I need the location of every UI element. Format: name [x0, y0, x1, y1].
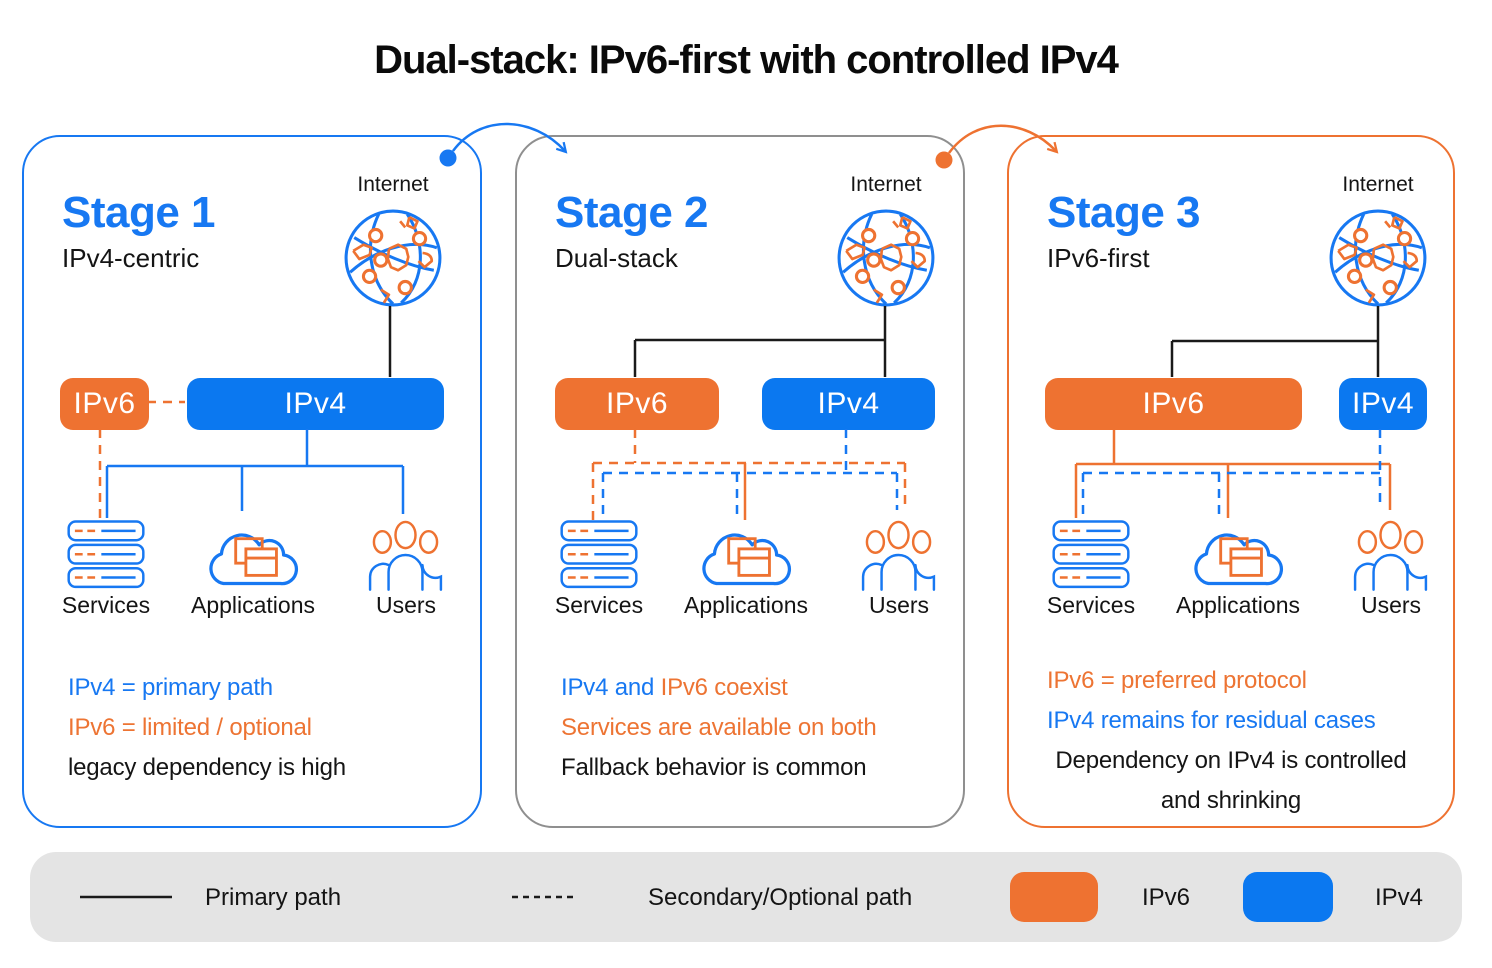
- applications-label: Applications: [190, 592, 316, 618]
- caption-line: legacy dependency is high: [68, 754, 346, 781]
- ipv4-box-label: IPv4: [284, 387, 347, 420]
- users-label: Users: [868, 592, 930, 618]
- legend-secondary-label: Secondary/Optional path: [648, 884, 913, 911]
- ipv6-box: IPv6: [555, 378, 719, 430]
- stage-3-captions: IPv6 = preferred protocol IPv4 remains f…: [1009, 661, 1453, 821]
- internet-label: Internet: [850, 173, 922, 196]
- ipv6-box: IPv6: [1045, 378, 1302, 430]
- ipv4-box-label: IPv4: [817, 387, 880, 420]
- legend-ipv4-swatch: [1243, 872, 1333, 922]
- legend-bar: Primary path Secondary/Optional path IPv…: [30, 852, 1462, 942]
- internet-label: Internet: [357, 173, 429, 196]
- users-label: Users: [1360, 592, 1422, 618]
- services-label: Services: [554, 592, 644, 618]
- stage-2-panel: Stage 2 Dual-stack Internet IPv6 IPv4 Se…: [515, 135, 965, 828]
- stage-1-subtitle: IPv4-centric: [62, 243, 200, 273]
- applications-label: Applications: [683, 592, 809, 618]
- users-people-icon: [860, 513, 937, 594]
- services-servers-icon: [67, 520, 145, 590]
- ipv4-box-label: IPv4: [1351, 387, 1415, 420]
- legend-primary-label: Primary path: [205, 884, 342, 911]
- users-label: Users: [375, 592, 437, 618]
- page-title: Dual-stack: IPv6-first with controlled I…: [374, 38, 1119, 82]
- applications-cloud-icon: [692, 516, 798, 594]
- stage-2-title: Stage 2: [555, 188, 709, 237]
- legend-ipv6-label: IPv6: [1142, 884, 1191, 911]
- secondary-path-line-sample: [512, 895, 576, 899]
- stage-3-panel: Stage 3 IPv6-first Internet IPv6 IPv4 Se…: [1007, 135, 1455, 828]
- stage-1-panel: Stage 1 IPv4-centric Internet IPv6 IPv4 …: [22, 135, 482, 828]
- legend-ipv6-swatch: [1010, 872, 1098, 922]
- stage-1-title: Stage 1: [62, 188, 216, 237]
- caption-line: IPv4 = primary path: [68, 674, 273, 701]
- caption-line: Fallback behavior is common: [561, 754, 867, 781]
- stage-2-captions: IPv4 and IPv6 coexist Services are avail…: [517, 668, 963, 788]
- stage-1-captions: IPv4 = primary path IPv6 = limited / opt…: [24, 668, 480, 788]
- caption-line: and shrinking: [1160, 787, 1302, 814]
- caption-line: Dependency on IPv4 is controlled: [1055, 747, 1407, 774]
- services-label: Services: [61, 592, 151, 618]
- stage-3-title: Stage 3: [1047, 188, 1201, 237]
- users-people-icon: [367, 513, 444, 594]
- ipv6-box: IPv6: [60, 378, 149, 430]
- services-label: Services: [1046, 592, 1136, 618]
- caption-line: IPv4 remains for residual cases: [1047, 707, 1376, 734]
- ipv4-box: IPv4: [187, 378, 444, 430]
- caption-line: IPv4 and IPv6 coexist: [561, 674, 788, 701]
- services-servers-icon: [1052, 520, 1130, 590]
- ipv6-box-label: IPv6: [605, 387, 669, 420]
- caption-line: IPv6 = limited / optional: [68, 714, 312, 741]
- users-people-icon: [1352, 513, 1429, 594]
- ipv6-box-label: IPv6: [73, 387, 136, 420]
- caption-line: Services are available on both: [561, 714, 877, 741]
- ipv6-box-label: IPv6: [1142, 387, 1205, 420]
- internet-globe-icon: [1327, 207, 1429, 309]
- stage-2-subtitle: Dual-stack: [555, 243, 678, 273]
- applications-cloud-icon: [199, 516, 305, 594]
- ipv4-box: IPv4: [762, 378, 935, 430]
- internet-globe-icon: [342, 207, 444, 309]
- stage-3-subtitle: IPv6-first: [1047, 243, 1150, 273]
- internet-globe-icon: [835, 207, 937, 309]
- caption-line: IPv6 = preferred protocol: [1047, 667, 1307, 694]
- legend-ipv4-label: IPv4: [1375, 884, 1424, 911]
- primary-path-line-sample: [80, 895, 172, 899]
- services-servers-icon: [560, 520, 638, 590]
- applications-cloud-icon: [1184, 516, 1290, 594]
- applications-label: Applications: [1175, 592, 1301, 618]
- internet-label: Internet: [1342, 173, 1414, 196]
- ipv4-box: IPv4: [1339, 378, 1427, 430]
